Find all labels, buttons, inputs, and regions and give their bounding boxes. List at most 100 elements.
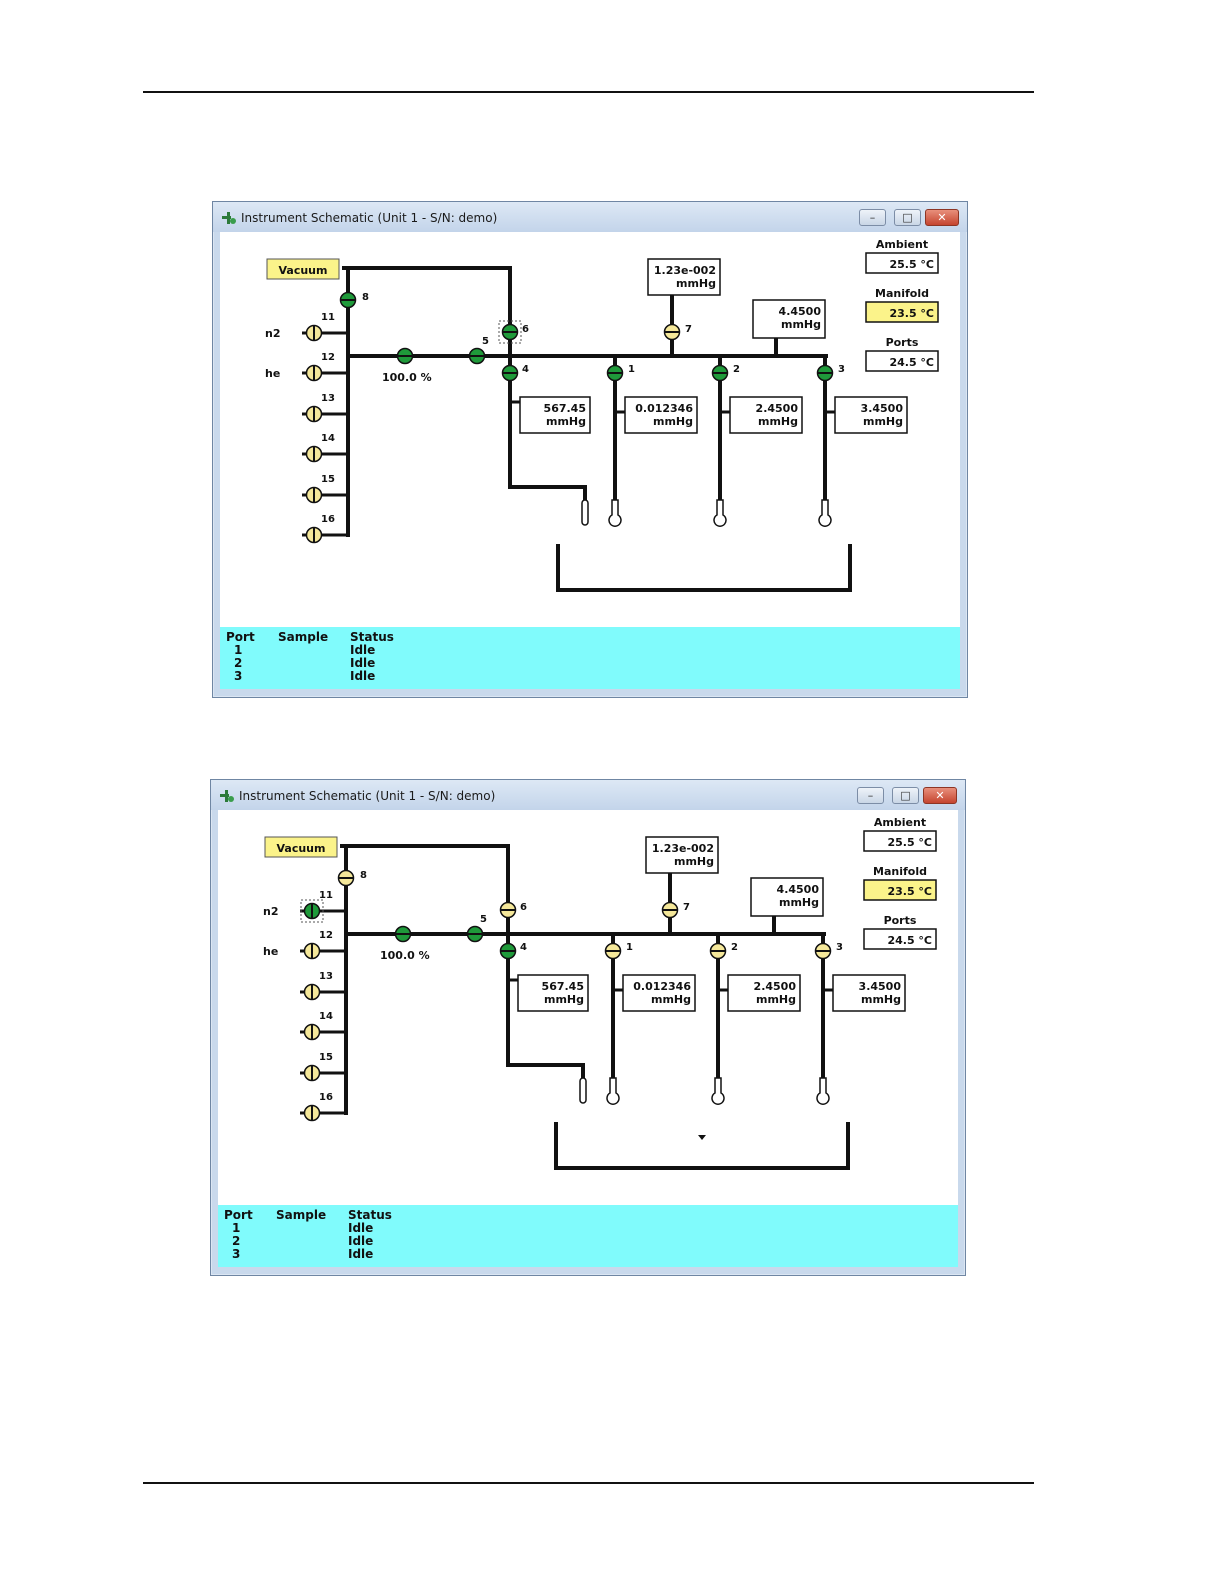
vacuum-label: Vacuum	[279, 264, 328, 277]
gauge-box[interactable]	[727, 974, 801, 1012]
valve-v16[interactable]	[305, 526, 323, 544]
valve-v4[interactable]	[499, 942, 517, 960]
valve-v12[interactable]	[305, 364, 323, 382]
sample-tube	[818, 499, 832, 527]
status-row-status[interactable]: Idle	[348, 1247, 374, 1261]
valve-v15[interactable]	[305, 486, 323, 504]
valve-number-v2: 2	[731, 942, 738, 953]
valve-number-v15: 15	[321, 474, 335, 485]
status-row-port[interactable]: 1	[234, 643, 243, 657]
valve-flow[interactable]	[396, 347, 414, 365]
gauge-box[interactable]	[834, 396, 908, 434]
valve-v14[interactable]	[305, 445, 323, 463]
vacuum-box[interactable]	[266, 258, 340, 280]
valve-number-v12: 12	[321, 352, 335, 363]
valve-v11[interactable]	[305, 324, 323, 342]
status-row-port[interactable]: 3	[234, 669, 243, 683]
valve-v13[interactable]	[305, 405, 323, 423]
gauge-box[interactable]	[517, 974, 589, 1012]
valve-v3[interactable]	[816, 364, 834, 382]
gauge-box[interactable]	[622, 974, 696, 1012]
gauge-box[interactable]	[624, 396, 698, 434]
valve-v1[interactable]	[604, 942, 622, 960]
title-bar[interactable]: Instrument Schematic (Unit 1 - S/N: demo…	[213, 202, 967, 232]
tube-body	[581, 499, 589, 526]
valve-v8[interactable]	[337, 869, 355, 887]
status-header-sample: Sample	[278, 630, 329, 644]
valve-v2[interactable]	[711, 364, 729, 382]
gauge-box[interactable]	[750, 877, 824, 917]
valve-v7[interactable]	[661, 901, 679, 919]
gauge-box[interactable]	[645, 836, 719, 874]
valve-v16[interactable]	[303, 1104, 321, 1122]
close-button[interactable]: ✕	[923, 787, 957, 804]
valve-v4[interactable]	[501, 364, 519, 382]
valve-v6[interactable]	[499, 901, 517, 919]
vacuum-source[interactable]: Vacuum	[264, 836, 338, 858]
status-panel: Port Sample Status 1 Idle 2 Idle 3 Idle	[218, 1205, 958, 1267]
valve-v8[interactable]	[339, 291, 357, 309]
vacuum-box[interactable]	[264, 836, 338, 858]
valve-v3[interactable]	[814, 942, 832, 960]
restore-button[interactable]: □	[892, 787, 919, 804]
valve-number-v11: 11	[319, 890, 333, 901]
status-row-status[interactable]: Idle	[348, 1234, 374, 1248]
temp-box	[863, 830, 937, 852]
close-button[interactable]: ✕	[925, 209, 959, 226]
schematic-window-1[interactable]: Instrument Schematic (Unit 1 - S/N: demo…	[212, 201, 968, 698]
temp-value: 24.5 °C	[887, 934, 932, 947]
gauge-box[interactable]	[832, 974, 906, 1012]
vacuum-source[interactable]: Vacuum	[266, 258, 340, 280]
gauge-unit: mmHg	[756, 993, 796, 1006]
status-row-port[interactable]: 1	[232, 1221, 241, 1235]
status-header-status: Status	[350, 630, 394, 644]
status-row-status[interactable]: Idle	[350, 669, 376, 683]
tube-body	[608, 499, 622, 527]
dewar-down-arrow-icon[interactable]	[698, 1135, 706, 1140]
valve-flow[interactable]	[394, 925, 412, 943]
status-row-status[interactable]: Idle	[350, 643, 376, 657]
valve-v11[interactable]	[300, 899, 324, 923]
status-row-status[interactable]: Idle	[350, 656, 376, 670]
status-row-port[interactable]: 3	[232, 1247, 241, 1261]
status-row-status[interactable]: Idle	[348, 1221, 374, 1235]
schematic-window-2[interactable]: Instrument Schematic (Unit 1 - S/N: demo…	[210, 779, 966, 1276]
title-bar[interactable]: Instrument Schematic (Unit 1 - S/N: demo…	[211, 780, 965, 810]
gauge-box[interactable]	[647, 258, 721, 296]
gauge-box[interactable]	[729, 396, 803, 434]
status-row-port[interactable]: 2	[234, 656, 243, 670]
valve-v7[interactable]	[663, 323, 681, 341]
gauge-value: 4.4500	[777, 883, 820, 896]
valve-v12[interactable]	[303, 942, 321, 960]
gauge-box[interactable]	[519, 396, 591, 434]
minimize-button[interactable]: –	[857, 787, 884, 804]
restore-button[interactable]: □	[894, 209, 921, 226]
pipe	[340, 844, 585, 1080]
valve-v5[interactable]	[468, 347, 486, 365]
status-row-port[interactable]: 2	[232, 1234, 241, 1248]
gauge-box[interactable]	[752, 299, 826, 339]
valve-v1[interactable]	[606, 364, 624, 382]
valve-v5[interactable]	[466, 925, 484, 943]
valve-v6[interactable]	[498, 320, 522, 344]
gauge-value: 2.4500	[754, 980, 797, 993]
valve-number-v11: 11	[321, 312, 335, 323]
temp-box	[865, 252, 939, 274]
valve-v2[interactable]	[709, 942, 727, 960]
valve-v15[interactable]	[303, 1064, 321, 1082]
minimize-button[interactable]: –	[859, 209, 886, 226]
valve-v13[interactable]	[303, 983, 321, 1001]
valve-v14[interactable]	[303, 1023, 321, 1041]
